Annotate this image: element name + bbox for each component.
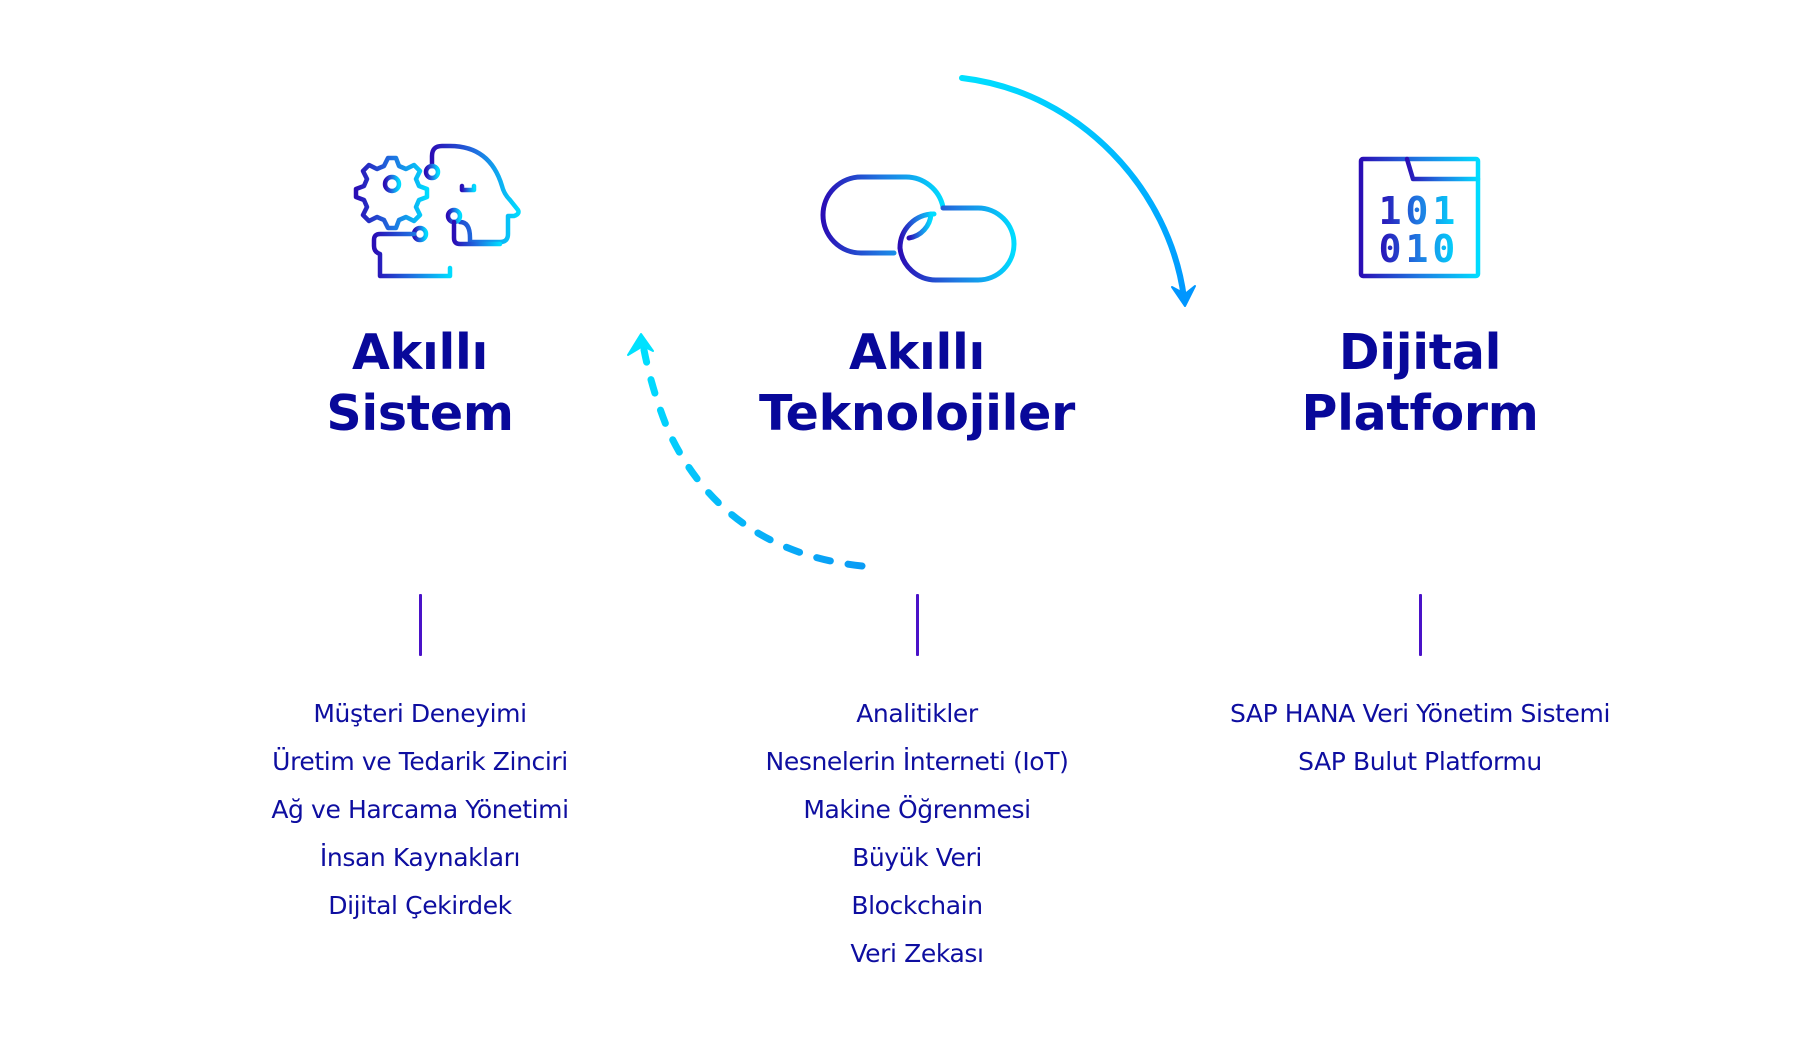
column-divider <box>1418 594 1422 656</box>
list-item: Makine Öğrenmesi <box>803 795 1031 824</box>
list-item: Nesnelerin İnterneti (IoT) <box>765 747 1069 776</box>
column-akilli-teknolojiler: Akıllı Teknolojiler Analitikler Nesneler… <box>687 0 1147 1043</box>
list-item: SAP Bulut Platformu <box>1298 747 1542 776</box>
title-line-2: Sistem <box>326 385 514 442</box>
column-akilli-sistem: Akıllı Sistem Müşteri Deneyimi Üretim ve… <box>190 0 650 1043</box>
title-line-1: Akıllı <box>849 324 985 381</box>
list-item: Büyük Veri <box>852 843 982 872</box>
list-item: Blockchain <box>851 891 983 920</box>
column-divider <box>418 594 422 656</box>
list-item: Üretim ve Tedarik Zinciri <box>272 747 568 776</box>
title-line-2: Teknolojiler <box>759 385 1075 442</box>
list-item: Ağ ve Harcama Yönetimi <box>271 795 569 824</box>
column-title: Akıllı Sistem <box>190 322 650 444</box>
column-divider <box>915 594 919 656</box>
title-line-1: Akıllı <box>352 324 488 381</box>
column-title: Akıllı Teknolojiler <box>687 322 1147 444</box>
binary-window-icon: 101 010 <box>1320 138 1520 280</box>
title-line-2: Platform <box>1301 385 1539 442</box>
column-dijital-platform: 101 010 Dijital Platform SAP HANA Veri Y… <box>1190 0 1650 1043</box>
binary-row-1: 101 <box>1379 189 1460 233</box>
list-item: Veri Zekası <box>850 939 984 968</box>
binary-row-2: 010 <box>1379 227 1460 271</box>
ai-head-gear-icon <box>320 138 521 280</box>
item-list: SAP HANA Veri Yönetim Sistemi SAP Bulut … <box>1190 690 1650 786</box>
list-item: Müşteri Deneyimi <box>313 699 527 728</box>
list-item: Analitikler <box>856 699 978 728</box>
item-list: Analitikler Nesnelerin İnterneti (IoT) M… <box>687 690 1147 978</box>
title-line-1: Dijital <box>1338 324 1502 381</box>
chain-link-icon <box>817 138 1017 283</box>
list-item: SAP HANA Veri Yönetim Sistemi <box>1229 699 1611 728</box>
list-item: İnsan Kaynakları <box>319 843 521 872</box>
column-title: Dijital Platform <box>1190 322 1650 444</box>
list-item: Dijital Çekirdek <box>328 891 512 920</box>
item-list: Müşteri Deneyimi Üretim ve Tedarik Zinci… <box>190 690 650 930</box>
